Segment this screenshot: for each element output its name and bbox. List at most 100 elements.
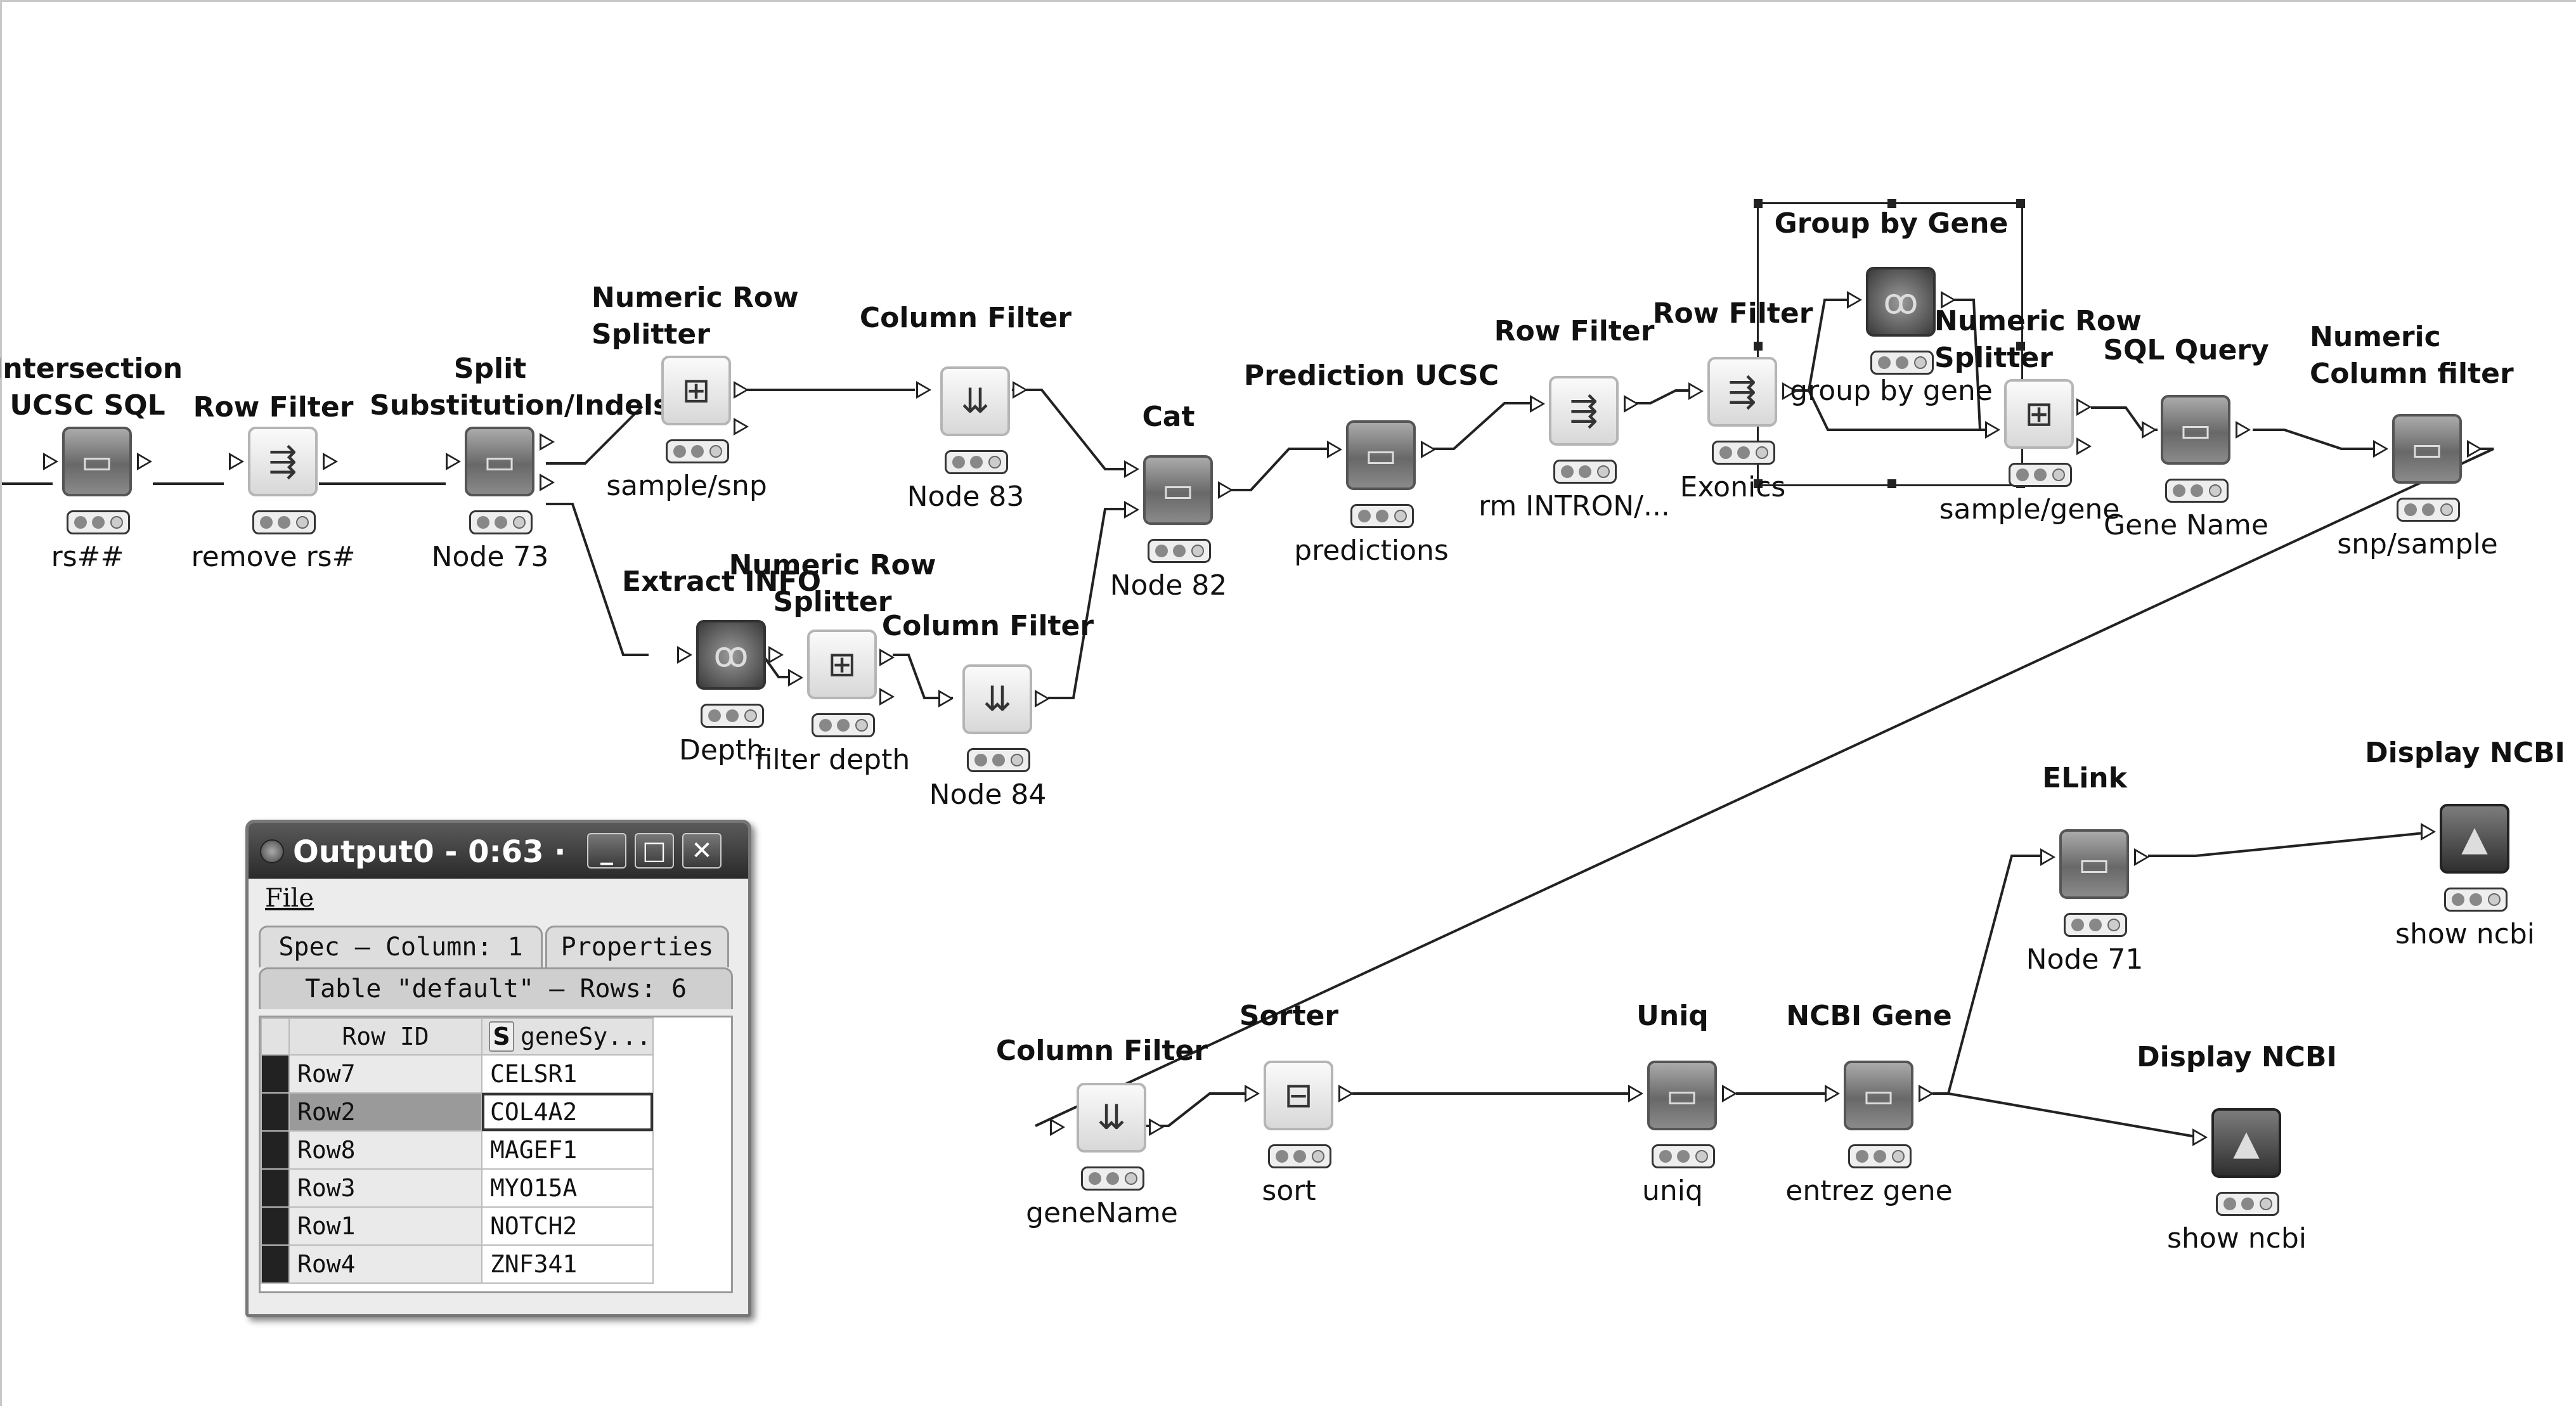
db-reader-icon[interactable]: ▭: [62, 427, 132, 496]
output-port[interactable]: [2467, 440, 2482, 458]
gene-symbol-cell[interactable]: COL4A2: [481, 1092, 654, 1132]
tab-table[interactable]: Table "default" – Rows: 6: [259, 967, 733, 1009]
node-split-substitution-indels[interactable]: Split Substitution/Indels ▭ Node 73: [370, 351, 670, 573]
row-filter-icon[interactable]: ⇶: [248, 427, 318, 496]
window-titlebar[interactable]: Output0 - 0:63 · _ □ ✕: [249, 823, 748, 879]
output-port[interactable]: [1013, 381, 1028, 399]
tab-spec[interactable]: Spec – Column: 1: [259, 926, 543, 967]
output-port[interactable]: [323, 453, 338, 470]
input-port[interactable]: [677, 646, 692, 664]
input-port[interactable]: [788, 669, 803, 687]
node-label[interactable]: Exonics: [1680, 471, 1786, 503]
node-numeric-row-splitter-2[interactable]: Numeric Row Splitter ⊞ filter depth: [729, 549, 936, 776]
meta-node-icon[interactable]: ꝏ: [1866, 267, 1936, 337]
tab-properties[interactable]: Properties: [545, 926, 729, 967]
row-filter-icon[interactable]: ⇶: [1707, 357, 1777, 427]
gene-symbol-cell[interactable]: CELSR1: [481, 1054, 654, 1094]
node-label[interactable]: geneName: [1026, 1197, 1178, 1229]
output-table-window[interactable]: Output0 - 0:63 · _ □ ✕ File Spec – Colum…: [245, 820, 751, 1317]
gene-symbol-cell[interactable]: NOTCH2: [481, 1206, 654, 1246]
elink-icon[interactable]: ▭: [2059, 829, 2129, 899]
row-filter-icon[interactable]: ⇶: [1549, 376, 1619, 446]
node-label[interactable]: show ncbi: [2167, 1222, 2307, 1255]
display-icon[interactable]: ▲: [2211, 1108, 2281, 1178]
node-row-filter-2[interactable]: Row Filter ⇶ rm INTRON/...: [1479, 300, 1670, 522]
node-column-filter-2[interactable]: Column Filter ⇊ Node 84: [882, 588, 1094, 811]
output-port[interactable]: [1919, 1085, 1934, 1102]
window-menu-icon[interactable]: [260, 839, 284, 863]
db-query-icon[interactable]: ▭: [2161, 395, 2230, 465]
output-port-bottom[interactable]: [2076, 437, 2092, 455]
menu-file[interactable]: File: [265, 884, 314, 913]
input-port[interactable]: [2192, 1128, 2208, 1146]
input-port-top[interactable]: [1124, 460, 1139, 478]
node-label[interactable]: Node 82: [1110, 569, 1227, 602]
input-port[interactable]: [1050, 1118, 1065, 1136]
node-numeric-column-filter[interactable]: Numeric Column filter ▭ snp/sample: [2310, 321, 2514, 560]
node-label[interactable]: rm INTRON/...: [1479, 490, 1670, 522]
output-port[interactable]: [768, 646, 784, 664]
output-port[interactable]: [1782, 382, 1797, 400]
node-label[interactable]: Node 73: [431, 541, 549, 573]
output-port[interactable]: [1035, 690, 1050, 707]
node-label[interactable]: Node 83: [907, 481, 1025, 513]
node-label[interactable]: group by gene: [1790, 375, 1993, 407]
node-row-filter-3[interactable]: Row Filter ⇶ Exonics: [1638, 281, 1828, 503]
node-label[interactable]: entrez gene: [1785, 1175, 1953, 1207]
numeric-filter-icon[interactable]: ▭: [2392, 414, 2462, 484]
node-ncbi-gene[interactable]: NCBI Gene ▭ entrez gene: [1774, 985, 1964, 1207]
column-filter-icon[interactable]: ⇊: [940, 366, 1010, 436]
gene-symbol-cell[interactable]: MAGEF1: [481, 1130, 654, 1170]
node-column-filter-3[interactable]: Column Filter ⇊ geneName: [996, 1007, 1208, 1229]
node-cat[interactable]: Cat ▭ Node 82: [1073, 379, 1264, 602]
input-port[interactable]: [1688, 382, 1704, 400]
column-filter-icon[interactable]: ⇊: [1077, 1083, 1146, 1153]
row-id-cell[interactable]: Row4: [288, 1244, 482, 1284]
node-elink[interactable]: ELink ▭ Node 71: [1990, 753, 2180, 976]
node-uniq[interactable]: Uniq ▭ uniq: [1577, 985, 1768, 1207]
display-icon[interactable]: ▲: [2440, 804, 2509, 874]
output-port-bottom[interactable]: [540, 474, 555, 491]
output-port-top[interactable]: [2076, 398, 2092, 416]
input-port-bottom[interactable]: [1124, 501, 1139, 519]
input-port[interactable]: [1327, 441, 1342, 458]
node-label[interactable]: sample/snp: [606, 470, 767, 502]
output-port[interactable]: [1941, 291, 1956, 309]
node-prediction-ucsc[interactable]: Prediction UCSC ▭ predictions: [1244, 344, 1499, 567]
node-display-ncbi-2[interactable]: Display NCBI ▲ show ncbi: [2137, 1032, 2337, 1255]
node-intersection-ucsc-sql[interactable]: Intersection UCSC SQL ▭ rs##: [0, 351, 183, 573]
input-port[interactable]: [1847, 291, 1862, 309]
node-label[interactable]: filter depth: [754, 744, 910, 776]
output-port[interactable]: [2134, 848, 2149, 866]
output-port-top[interactable]: [879, 649, 895, 666]
input-port[interactable]: [2373, 440, 2388, 458]
sorter-icon[interactable]: ⊟: [1264, 1061, 1333, 1130]
node-label[interactable]: sample/gene: [1939, 493, 2120, 526]
node-label[interactable]: sort: [1262, 1175, 1316, 1207]
node-label[interactable]: predictions: [1294, 534, 1449, 567]
node-label[interactable]: Node 71: [2026, 943, 2144, 976]
uniq-icon[interactable]: ▭: [1647, 1061, 1717, 1130]
row-id-cell[interactable]: Row2: [288, 1092, 482, 1132]
node-sql-query[interactable]: SQL Query ▭ Gene Name: [2091, 319, 2281, 541]
output-port[interactable]: [1338, 1085, 1354, 1102]
node-label[interactable]: Node 84: [929, 778, 1047, 811]
output-port[interactable]: [2236, 421, 2251, 439]
gene-symbol-cell[interactable]: ZNF341: [481, 1244, 654, 1284]
input-port[interactable]: [2040, 848, 2055, 866]
numeric-splitter-icon[interactable]: ⊞: [2004, 379, 2074, 449]
node-display-ncbi-1[interactable]: Display NCBI ▲ show ncbi: [2365, 728, 2565, 950]
input-port[interactable]: [446, 453, 461, 470]
splitter-icon[interactable]: ▭: [465, 427, 534, 496]
output-port[interactable]: [1421, 441, 1436, 458]
input-port[interactable]: [1628, 1085, 1643, 1102]
node-label[interactable]: remove rs#: [191, 541, 356, 573]
row-id-cell[interactable]: Row8: [288, 1130, 482, 1170]
row-id-cell[interactable]: Row7: [288, 1054, 482, 1094]
